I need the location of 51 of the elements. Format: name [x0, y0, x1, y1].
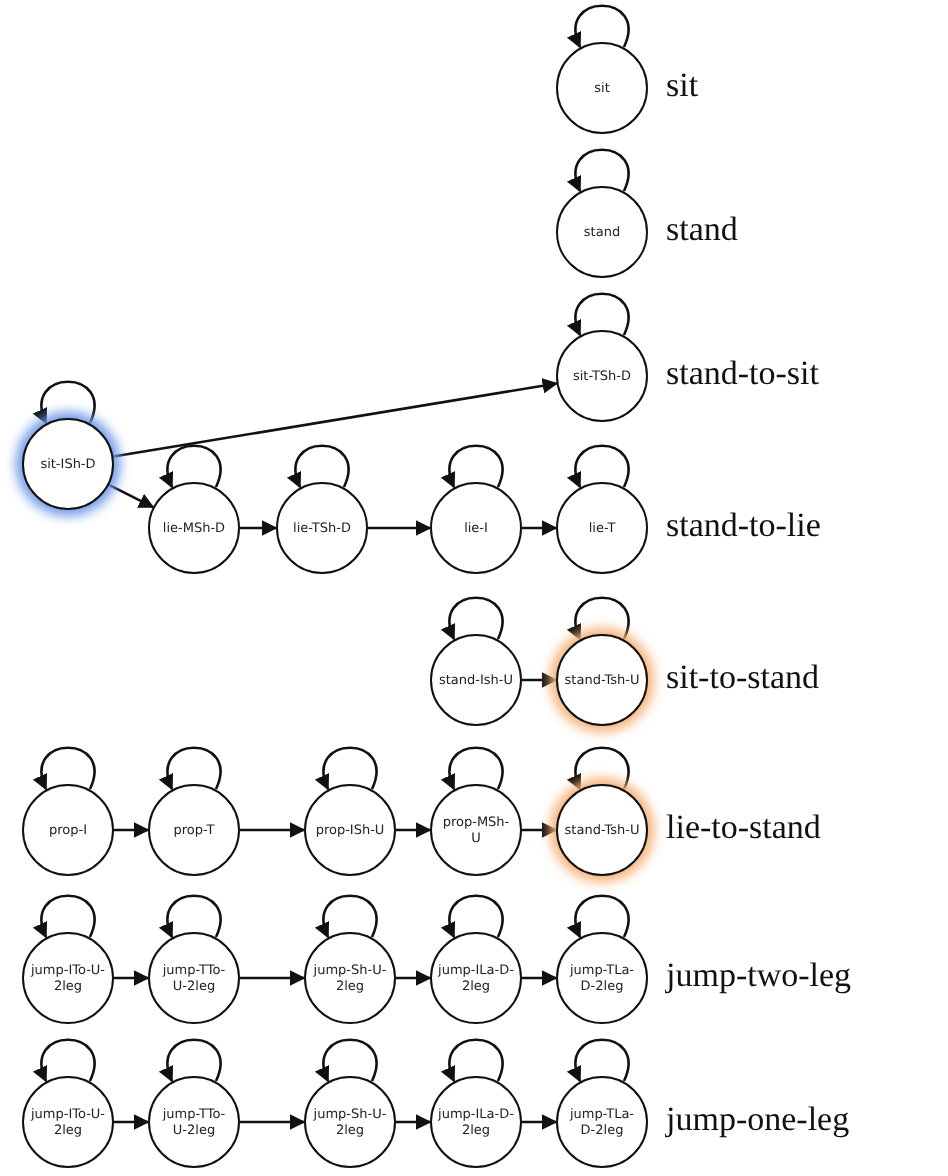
self-loop-arrow	[316, 1038, 378, 1083]
arrow	[114, 1114, 150, 1130]
arrow	[240, 822, 306, 838]
self-loop-arrow	[568, 4, 630, 49]
arrow	[114, 822, 150, 838]
self-loop-arrow	[568, 746, 630, 791]
self-loop-arrow	[316, 894, 378, 939]
self-loop-arrow	[442, 894, 504, 939]
arrow	[396, 1114, 432, 1130]
self-loop-arrow	[160, 1038, 222, 1083]
self-loop-arrow	[442, 1038, 504, 1083]
arrow	[522, 970, 558, 986]
row-label: jump-one-leg	[666, 1100, 850, 1140]
self-loop-arrow	[442, 444, 504, 489]
self-loop-arrow	[34, 894, 96, 939]
self-loop-arrow	[160, 444, 222, 489]
self-loop-arrow	[568, 292, 630, 337]
self-loop-arrow	[442, 596, 504, 641]
arrow	[108, 483, 155, 509]
row-label: stand	[666, 210, 738, 250]
row-label: sit	[666, 66, 699, 106]
self-loop-arrow	[568, 148, 630, 193]
self-loop-arrow	[160, 894, 222, 939]
row-label: stand-to-lie	[666, 506, 821, 546]
self-loop-arrow	[160, 746, 222, 791]
self-loop-arrow	[34, 746, 96, 791]
row-label: lie-to-stand	[666, 808, 821, 848]
arrow	[113, 378, 559, 458]
arrow	[522, 822, 558, 838]
self-loop-arrow	[568, 1038, 630, 1083]
arrow	[396, 822, 432, 838]
arrow	[522, 1114, 558, 1130]
arrow	[114, 970, 150, 986]
self-loop-arrow	[442, 746, 504, 791]
row-label: stand-to-sit	[666, 354, 819, 394]
self-loop-arrow	[288, 444, 350, 489]
self-loop-arrow	[568, 894, 630, 939]
arrow	[522, 672, 558, 688]
self-loop-arrow	[34, 380, 96, 425]
self-loop-arrow	[316, 746, 378, 791]
row-label: jump-two-leg	[666, 956, 852, 996]
self-loop-arrow	[568, 444, 630, 489]
arrow	[368, 520, 432, 536]
arrow	[240, 520, 278, 536]
arrow	[240, 1114, 306, 1130]
row-label: sit-to-stand	[666, 658, 819, 698]
arrow	[240, 970, 306, 986]
self-loop-arrow	[568, 596, 630, 641]
arrow	[522, 520, 558, 536]
self-loop-arrow	[34, 1038, 96, 1083]
arrow	[396, 970, 432, 986]
